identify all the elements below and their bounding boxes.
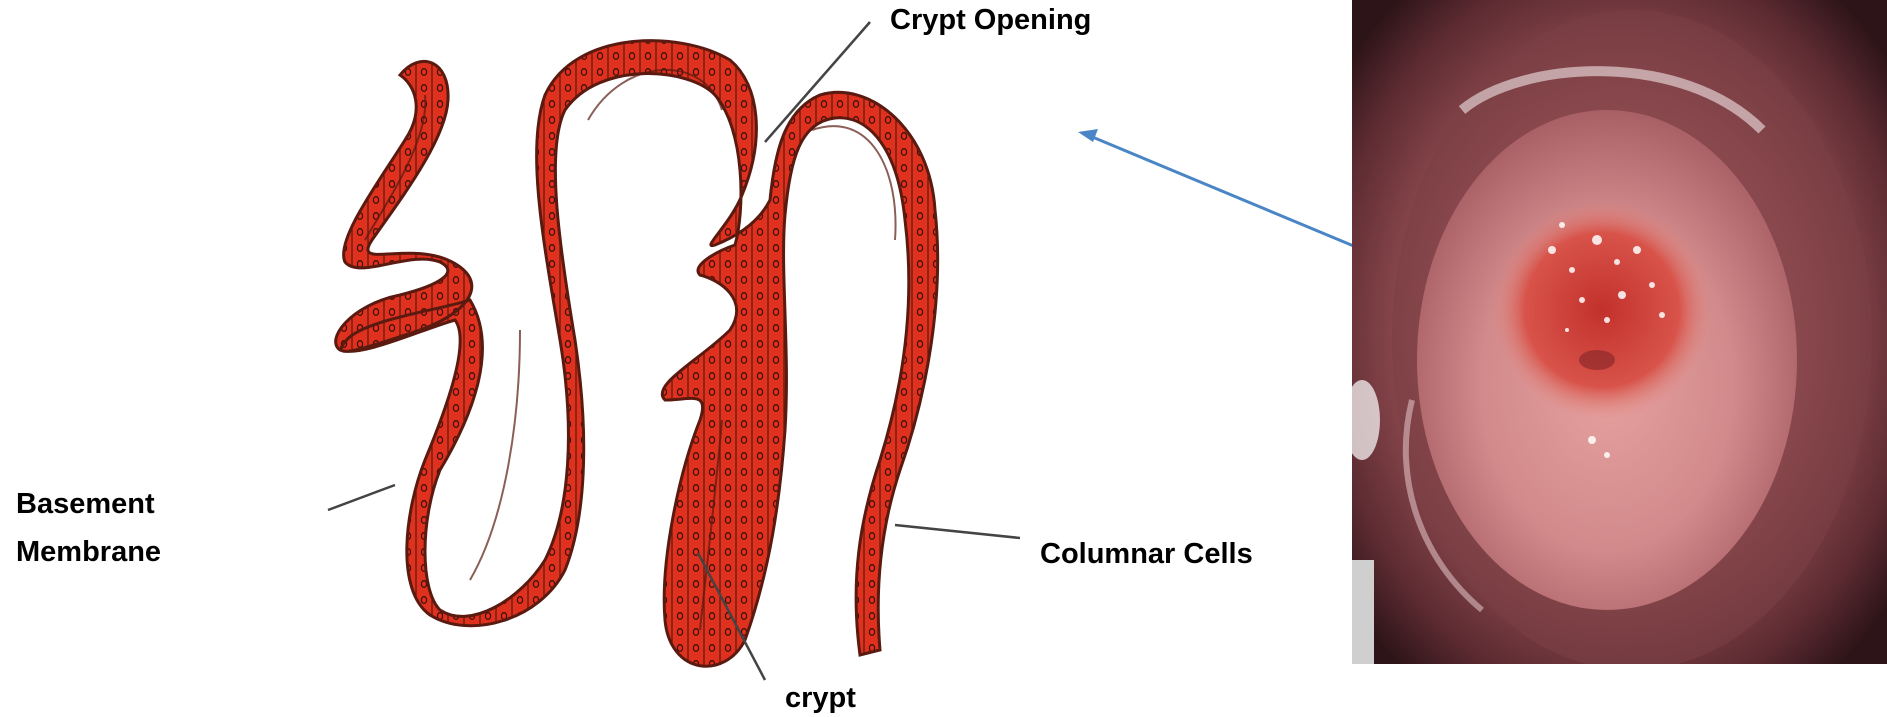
left-villus [336,41,938,667]
basement-membrane-leader [328,485,395,510]
label-crypt-opening: Crypt Opening [890,6,1091,35]
colposcopy-cervix-photo [1352,0,1887,664]
label-columnar-cells: Columnar Cells [1040,540,1253,569]
label-basement-line1: Basement [16,480,161,528]
inner-lumen-outline [365,70,896,630]
photo-drawing [1352,0,1887,664]
label-crypt: crypt [785,684,856,713]
label-basement-line2: Membrane [16,528,161,576]
columnar-cells-leader [895,525,1020,538]
pointer-arrow-head-left [1078,129,1098,142]
label-basement-membrane: Basement Membrane [16,480,161,576]
